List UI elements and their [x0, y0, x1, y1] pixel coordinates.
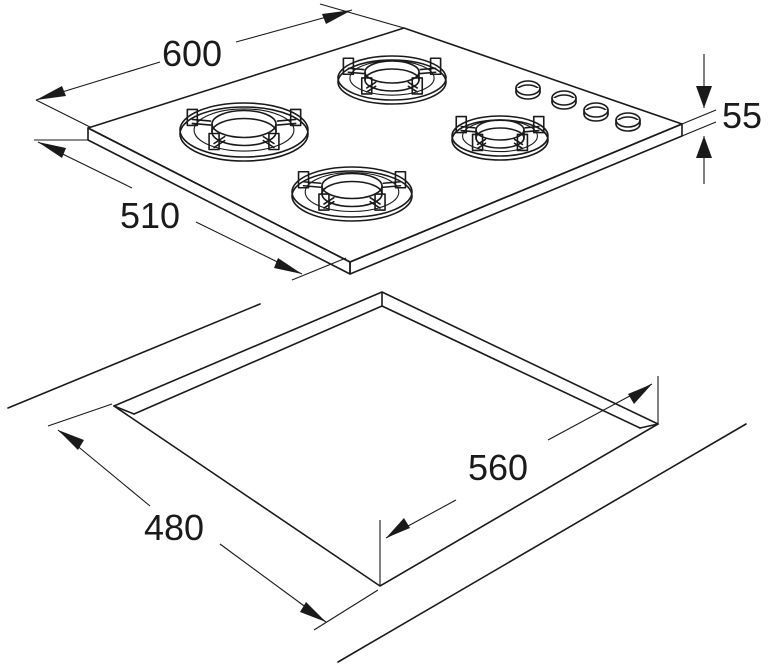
- worktop-front-edge: [337, 423, 747, 663]
- control-knob-4: [615, 112, 641, 132]
- cutout-width-arrow-right: [628, 384, 652, 404]
- width-ext-left: [35, 99, 91, 128]
- burner-front-left: [291, 166, 413, 222]
- width-arrow-right: [322, 10, 352, 24]
- height-dimension: 55: [681, 54, 762, 184]
- worktop: [7, 291, 747, 663]
- height-ext-top: [681, 109, 717, 125]
- cutout-depth-arrow-top: [58, 430, 84, 450]
- worktop-back-edge-left: [7, 303, 261, 409]
- cutout-width-dimension: 560: [379, 376, 659, 586]
- depth-arrow-bottom: [274, 258, 302, 274]
- height-arrow-bottom: [696, 136, 712, 158]
- width-arrow-left: [36, 86, 66, 100]
- depth-label: 510: [120, 195, 180, 236]
- cooktop-side-edge: [349, 123, 683, 275]
- cutout-corner-right: [639, 423, 659, 429]
- width-dimension: 600: [35, 3, 405, 128]
- depth-arrow-top: [38, 142, 66, 158]
- cutout-depth-dimension: 480: [47, 403, 379, 631]
- cutout-depth-label: 480: [144, 507, 204, 548]
- cutout-depth-ext-bottom: [313, 589, 379, 631]
- depth-dimension: 510: [34, 139, 347, 281]
- control-knob-3: [583, 102, 609, 122]
- cutout-depth-ext-top: [47, 403, 113, 427]
- cutout-depth-arrow-bottom: [300, 602, 326, 622]
- cutout-width-label: 560: [468, 447, 528, 488]
- burner-front-right: [451, 115, 549, 161]
- burner-rear-right: [337, 55, 447, 105]
- width-ext-right: [319, 3, 405, 29]
- cutout-corner-left: [113, 405, 135, 415]
- cutout-width-arrow-left: [386, 518, 410, 538]
- depth-ext-bottom: [291, 257, 347, 281]
- cooktop: [87, 27, 683, 275]
- height-label: 55: [722, 95, 762, 136]
- control-knob-2: [551, 90, 577, 110]
- height-arrow-top: [696, 86, 712, 108]
- height-ext-bottom: [681, 121, 717, 137]
- burner-rear-left: [179, 102, 309, 162]
- control-knob-1: [515, 80, 541, 100]
- width-label: 600: [162, 33, 222, 74]
